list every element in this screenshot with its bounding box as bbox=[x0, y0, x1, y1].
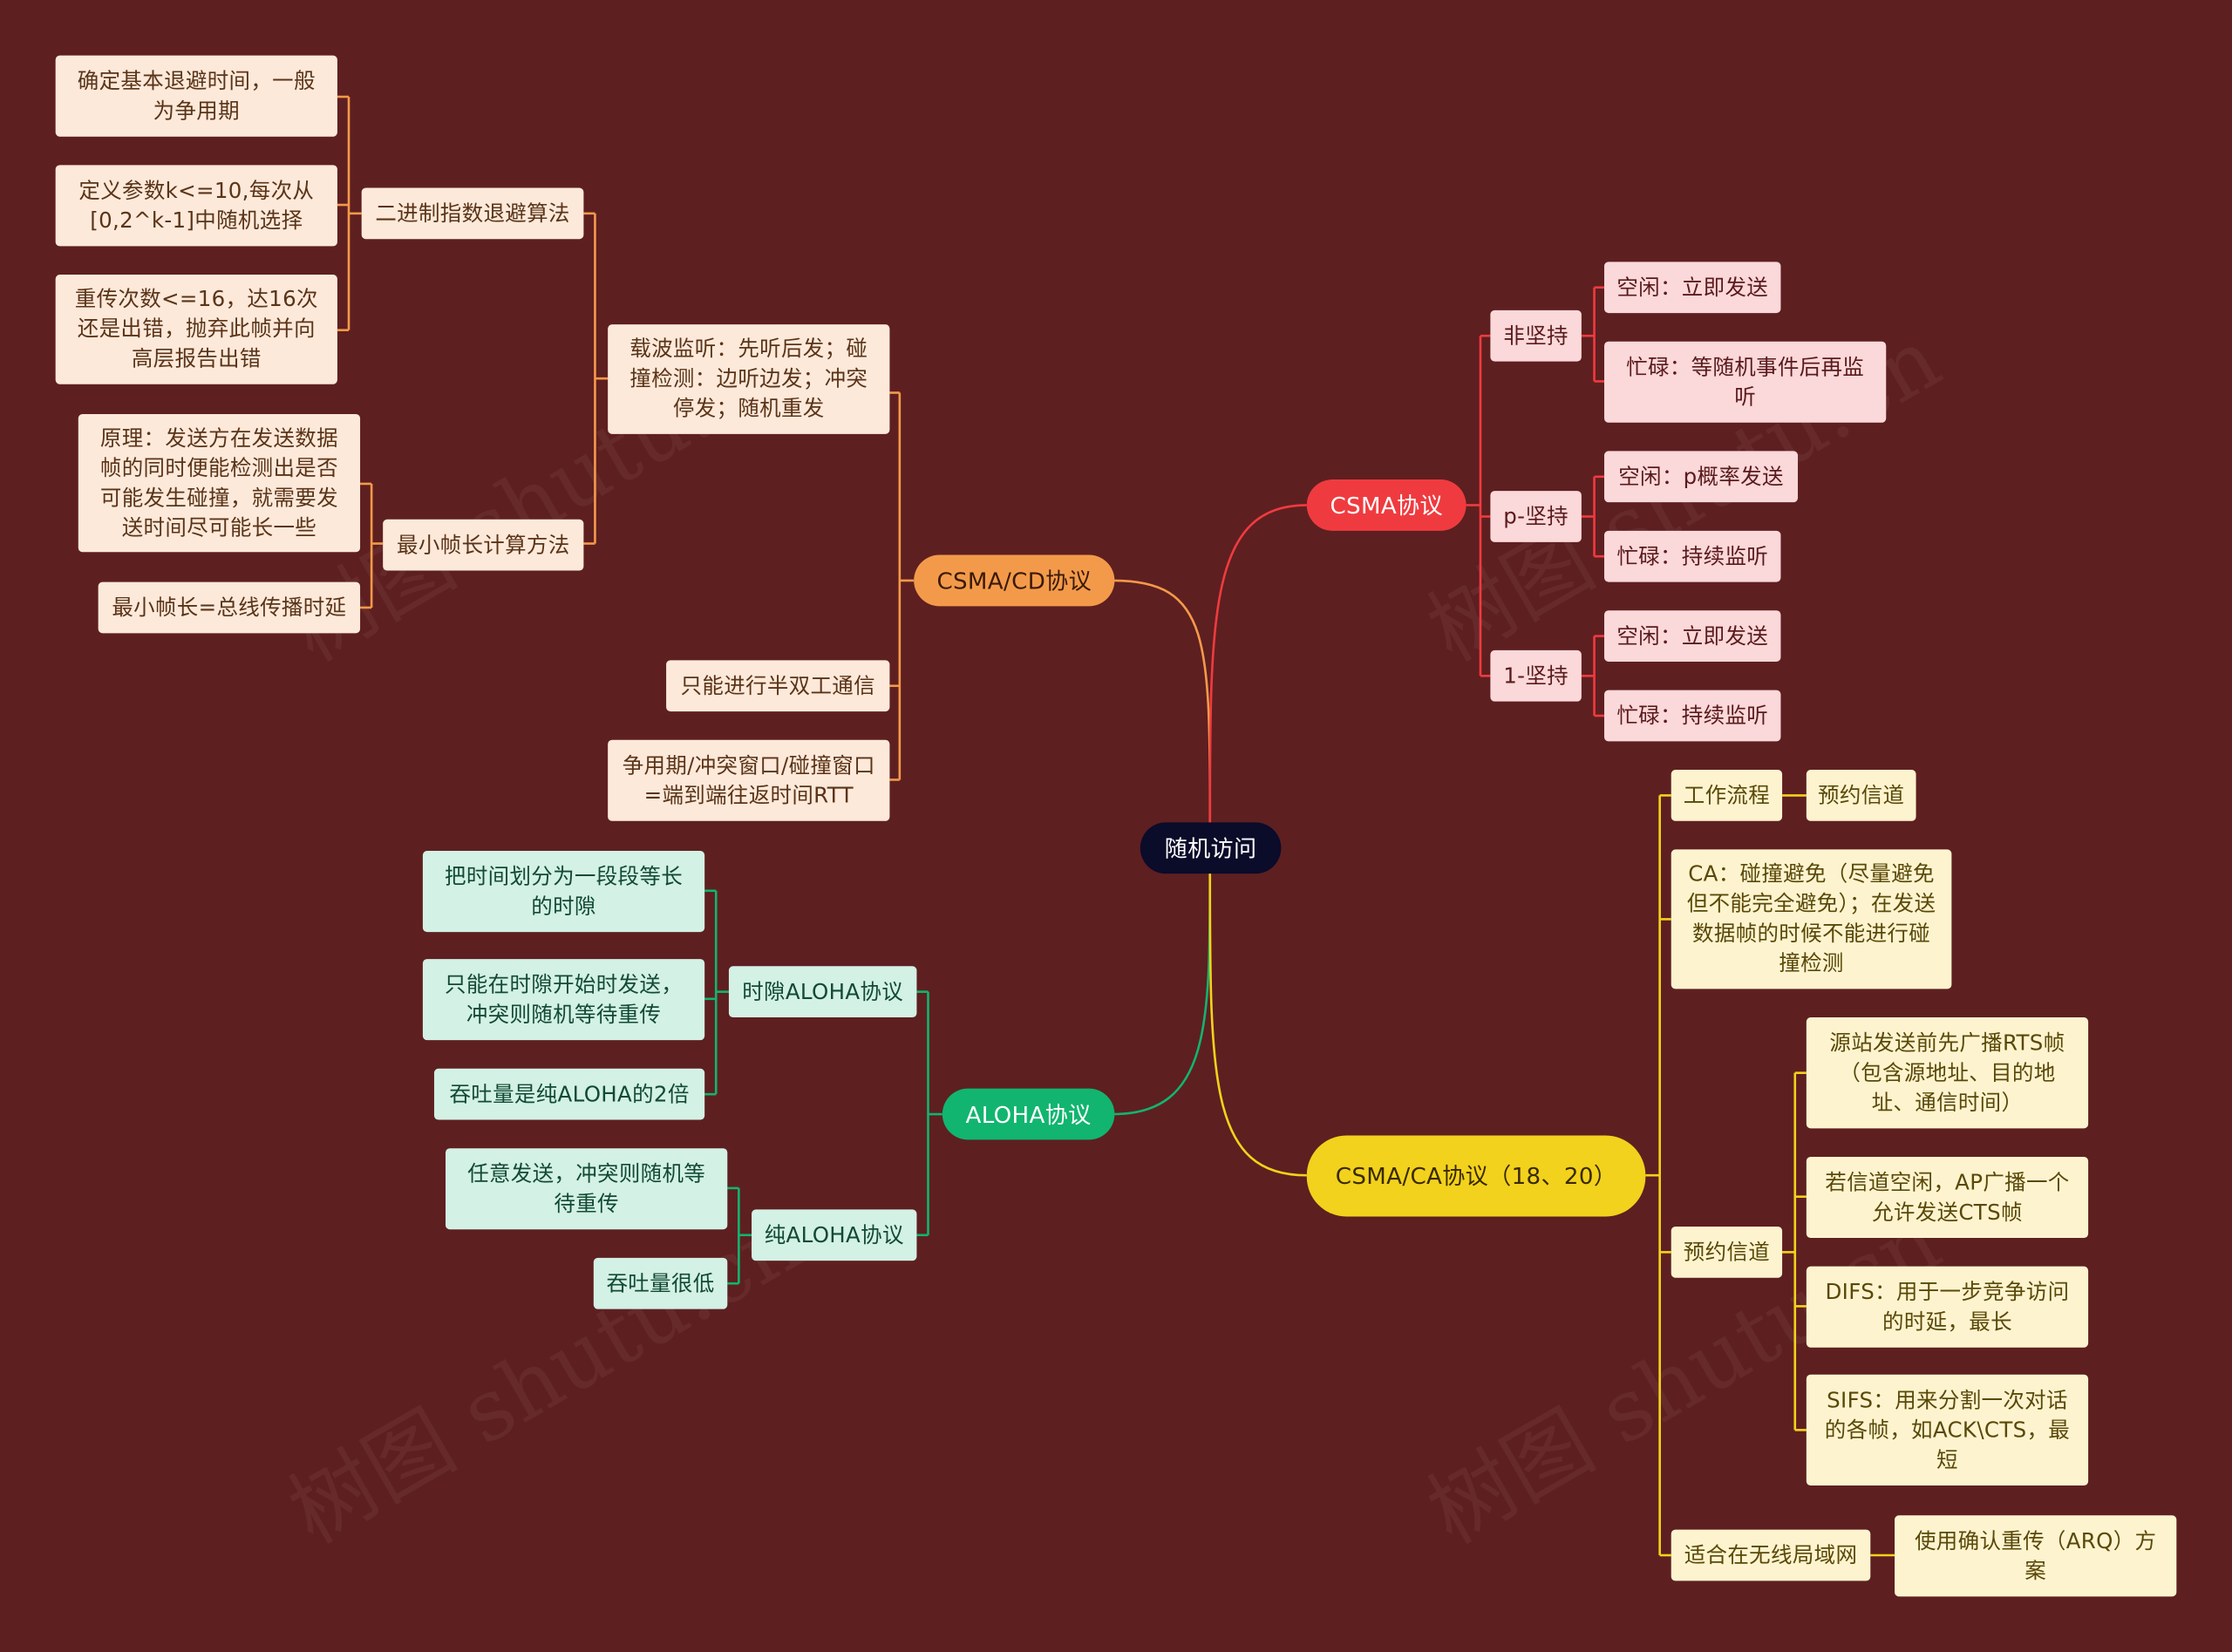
p-persistent-node[interactable]: p-坚持 bbox=[1490, 491, 1582, 542]
link-root-csma bbox=[1208, 504, 1307, 826]
reserve-channel-item[interactable]: SIFS：用来分割一次对话的各帧，如ACK\CTS，最短 bbox=[1806, 1374, 2089, 1486]
reserve-channel-item[interactable]: 源站发送前先广播RTS帧（包含源地址、目的地址、通信时间） bbox=[1806, 1017, 2089, 1129]
half-duplex-node[interactable]: 只能进行半双工通信 bbox=[666, 660, 890, 712]
backoff-item[interactable]: 确定基本退避时间，一般为争用期 bbox=[55, 55, 337, 137]
workflow-node[interactable]: 工作流程 bbox=[1671, 770, 1783, 821]
link-root-csmacd bbox=[1113, 579, 1212, 826]
one-persistent-node[interactable]: 1-坚持 bbox=[1490, 649, 1582, 702]
links-csmacd bbox=[337, 95, 915, 781]
min-frame-item[interactable]: 最小帧长=总线传播时延 bbox=[98, 581, 361, 634]
backoff-algorithm-node[interactable]: 二进制指数退避算法 bbox=[361, 187, 584, 240]
links-csma bbox=[1466, 286, 1604, 717]
csma-node[interactable]: CSMA协议 bbox=[1306, 479, 1466, 531]
slotted-aloha-item[interactable]: 只能在时隙开始时发送，冲突则随机等待重传 bbox=[422, 959, 705, 1041]
links-aloha bbox=[704, 889, 942, 1285]
reserve-channel-item[interactable]: DIFS：用于一步竞争访问的时延，最长 bbox=[1806, 1266, 2089, 1348]
root-node[interactable]: 随机访问 bbox=[1140, 822, 1282, 874]
non-persistent-item[interactable]: 空闲：立即发送 bbox=[1603, 262, 1781, 314]
links-csmaca bbox=[1645, 794, 1895, 1557]
one-persistent-item[interactable]: 空闲：立即发送 bbox=[1603, 610, 1781, 662]
carrier-sense-node[interactable]: 载波监听：先听后发；碰撞检测：边听边发；冲突停发；随机重发 bbox=[608, 324, 890, 434]
link-root-aloha bbox=[1113, 870, 1212, 1116]
slotted-aloha-node[interactable]: 时隙ALOHA协议 bbox=[728, 966, 917, 1018]
non-persistent-node[interactable]: 非坚持 bbox=[1490, 309, 1582, 362]
wireless-lan-node[interactable]: 适合在无线局域网 bbox=[1671, 1529, 1871, 1581]
min-frame-node[interactable]: 最小帧长计算方法 bbox=[383, 519, 584, 571]
csma-cd-node[interactable]: CSMA/CD协议 bbox=[914, 554, 1115, 607]
contention-window-node[interactable]: 争用期/冲突窗口/碰撞窗口=端到端往返时间RTT bbox=[608, 739, 890, 821]
non-persistent-item[interactable]: 忙碌：等随机事件后再监听 bbox=[1603, 341, 1887, 423]
p-persistent-item[interactable]: 空闲：p概率发送 bbox=[1603, 451, 1799, 503]
p-persistent-item[interactable]: 忙碌：持续监听 bbox=[1603, 530, 1781, 582]
pure-aloha-node[interactable]: 纯ALOHA协议 bbox=[752, 1209, 917, 1261]
min-frame-item[interactable]: 原理：发送方在发送数据帧的同时便能检测出是否可能发生碰撞，就需要发送时间尽可能长… bbox=[78, 413, 361, 553]
link-root-csmaca bbox=[1208, 870, 1307, 1177]
csma-ca-node[interactable]: CSMA/CA协议（18、20） bbox=[1306, 1135, 1646, 1217]
aloha-node[interactable]: ALOHA协议 bbox=[942, 1088, 1115, 1140]
one-persistent-item[interactable]: 忙碌：持续监听 bbox=[1603, 690, 1781, 742]
wireless-lan-item[interactable]: 使用确认重传（ARQ）方案 bbox=[1895, 1515, 2177, 1597]
backoff-item[interactable]: 定义参数k<=10,每次从[0,2^k-1]中随机选择 bbox=[55, 165, 337, 247]
pure-aloha-item[interactable]: 任意发送，冲突则随机等待重传 bbox=[446, 1148, 728, 1230]
reserve-channel-node[interactable]: 预约信道 bbox=[1671, 1226, 1783, 1278]
pure-aloha-item[interactable]: 吞吐量很低 bbox=[593, 1257, 728, 1309]
workflow-item[interactable]: 预约信道 bbox=[1806, 770, 1916, 821]
collision-avoidance-node[interactable]: CA：碰撞避免（尽量避免但不能完全避免）；在发送数据帧的时候不能进行碰撞检测 bbox=[1671, 849, 1952, 989]
slotted-aloha-item[interactable]: 吞吐量是纯ALOHA的2倍 bbox=[433, 1068, 705, 1120]
backoff-item[interactable]: 重传次数<=16，达16次还是出错，抛弃此帧并向高层报告出错 bbox=[55, 275, 337, 384]
reserve-channel-item[interactable]: 若信道空闲，AP广播一个允许发送CTS帧 bbox=[1806, 1156, 2089, 1239]
slotted-aloha-item[interactable]: 把时间划分为一段段等长的时隙 bbox=[422, 851, 705, 933]
